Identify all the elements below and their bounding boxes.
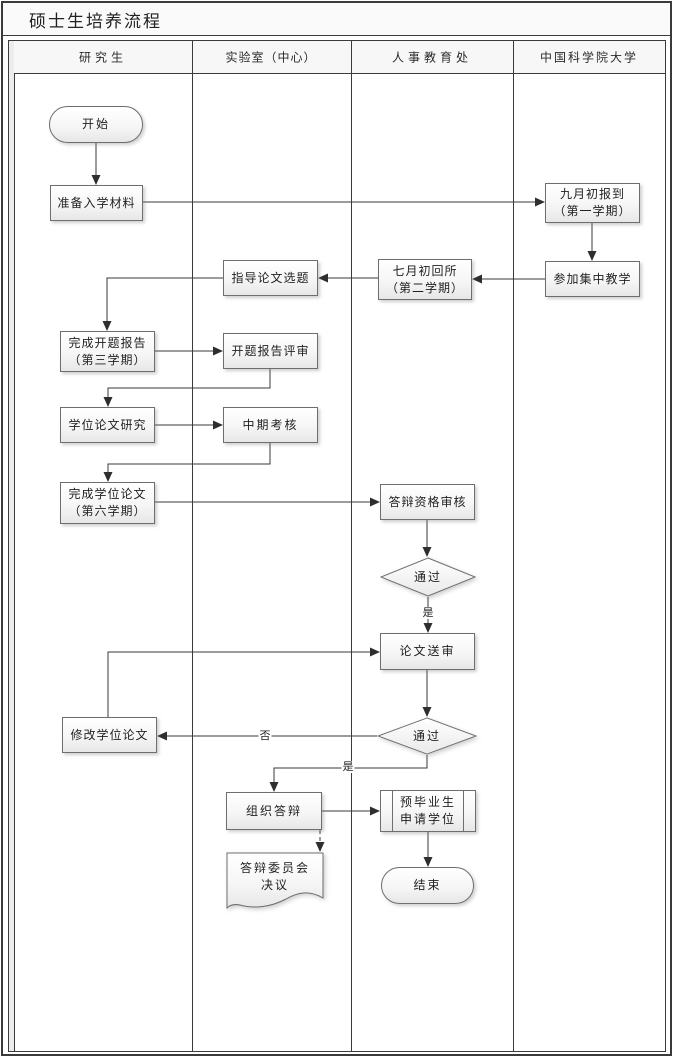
document-shape xyxy=(226,852,324,910)
node-start-terminator: 开始 xyxy=(49,106,143,143)
node-pass-decision-1: 通过 xyxy=(380,557,476,597)
node-prepare-materials: 准备入学材料 xyxy=(50,185,143,221)
edge-label-yes-2: 是 xyxy=(341,760,355,774)
node-label: 七月初回所 （第二学期） xyxy=(385,263,464,295)
node-thesis-research: 学位论文研究 xyxy=(60,407,155,443)
lane-header-personnel-education-office: 人事教育处 xyxy=(391,50,473,65)
node-label: 准备入学材料 xyxy=(57,195,136,210)
node-label: 答辩资格审核 xyxy=(388,494,467,509)
edge-label-no-1: 否 xyxy=(258,729,272,743)
node-complete-thesis: 完成学位论文 （第六学期） xyxy=(60,482,155,524)
lane-header-ucas: 中国科学院大学 xyxy=(539,50,639,65)
node-label: 完成学位论文 （第六学期） xyxy=(68,487,147,518)
node-label: 九月初报到 （第一学期） xyxy=(553,187,632,218)
lane-header-row xyxy=(14,41,665,74)
node-centralized-teaching: 参加集中教学 xyxy=(545,261,640,297)
node-september-report: 九月初报到 （第一学期） xyxy=(545,183,640,223)
node-organize-defense: 组织答辩 xyxy=(226,792,322,830)
lane-header-graduate-student: 研究生 xyxy=(78,50,128,65)
node-label: 通过 xyxy=(412,728,441,743)
node-label: 组织答辩 xyxy=(245,803,302,818)
node-label: 完成开题报告 （第三学期） xyxy=(68,335,147,367)
node-defense-qualification: 答辩资格审核 xyxy=(380,484,475,520)
page-title: 硕士生培养流程 xyxy=(29,11,162,31)
swimlane-pool xyxy=(8,40,666,1052)
node-label: 参加集中教学 xyxy=(553,271,632,286)
node-label: 修改学位论文 xyxy=(70,727,149,742)
title-bar: 硕士生培养流程 xyxy=(3,3,670,36)
lane-header-laboratory-center: 实验室（中心） xyxy=(225,50,317,65)
node-label: 结束 xyxy=(413,878,442,893)
lane-divider-3 xyxy=(513,41,514,1051)
node-complete-proposal: 完成开题报告 （第三学期） xyxy=(60,331,155,372)
node-label: 通过 xyxy=(413,569,442,584)
lane-divider-1 xyxy=(192,41,193,1051)
node-end-terminator: 结束 xyxy=(381,867,474,904)
node-revise-thesis: 修改学位论文 xyxy=(62,717,157,753)
node-proposal-review: 开题报告评审 xyxy=(223,333,318,369)
pool-title-strip xyxy=(9,41,15,1051)
node-thesis-submission: 论文送审 xyxy=(380,633,475,670)
lane-divider-2 xyxy=(351,41,352,1051)
diamond-shape xyxy=(377,717,477,755)
node-midterm-assessment: 中期考核 xyxy=(223,407,318,443)
node-guide-topic: 指导论文选题 xyxy=(223,260,318,296)
node-label: 指导论文选题 xyxy=(231,270,310,285)
edge-label-yes-1: 是 xyxy=(421,606,435,620)
node-label: 预毕业生 申请学位 xyxy=(399,795,456,826)
node-label: 学位论文研究 xyxy=(68,417,147,432)
diamond-shape xyxy=(380,557,476,597)
node-committee-resolution-document: 答辩委员会 决议 xyxy=(226,852,324,910)
node-label: 论文送审 xyxy=(399,644,456,659)
node-label: 中期考核 xyxy=(242,417,299,432)
node-pass-decision-2: 通过 xyxy=(377,717,477,755)
node-july-return: 七月初回所 （第二学期） xyxy=(378,259,472,300)
node-label: 开题报告评审 xyxy=(231,343,310,358)
node-label: 答辩委员会 决议 xyxy=(239,861,310,892)
node-pregraduate-apply: 预毕业生 申请学位 xyxy=(380,790,476,832)
node-label: 开始 xyxy=(81,117,110,132)
